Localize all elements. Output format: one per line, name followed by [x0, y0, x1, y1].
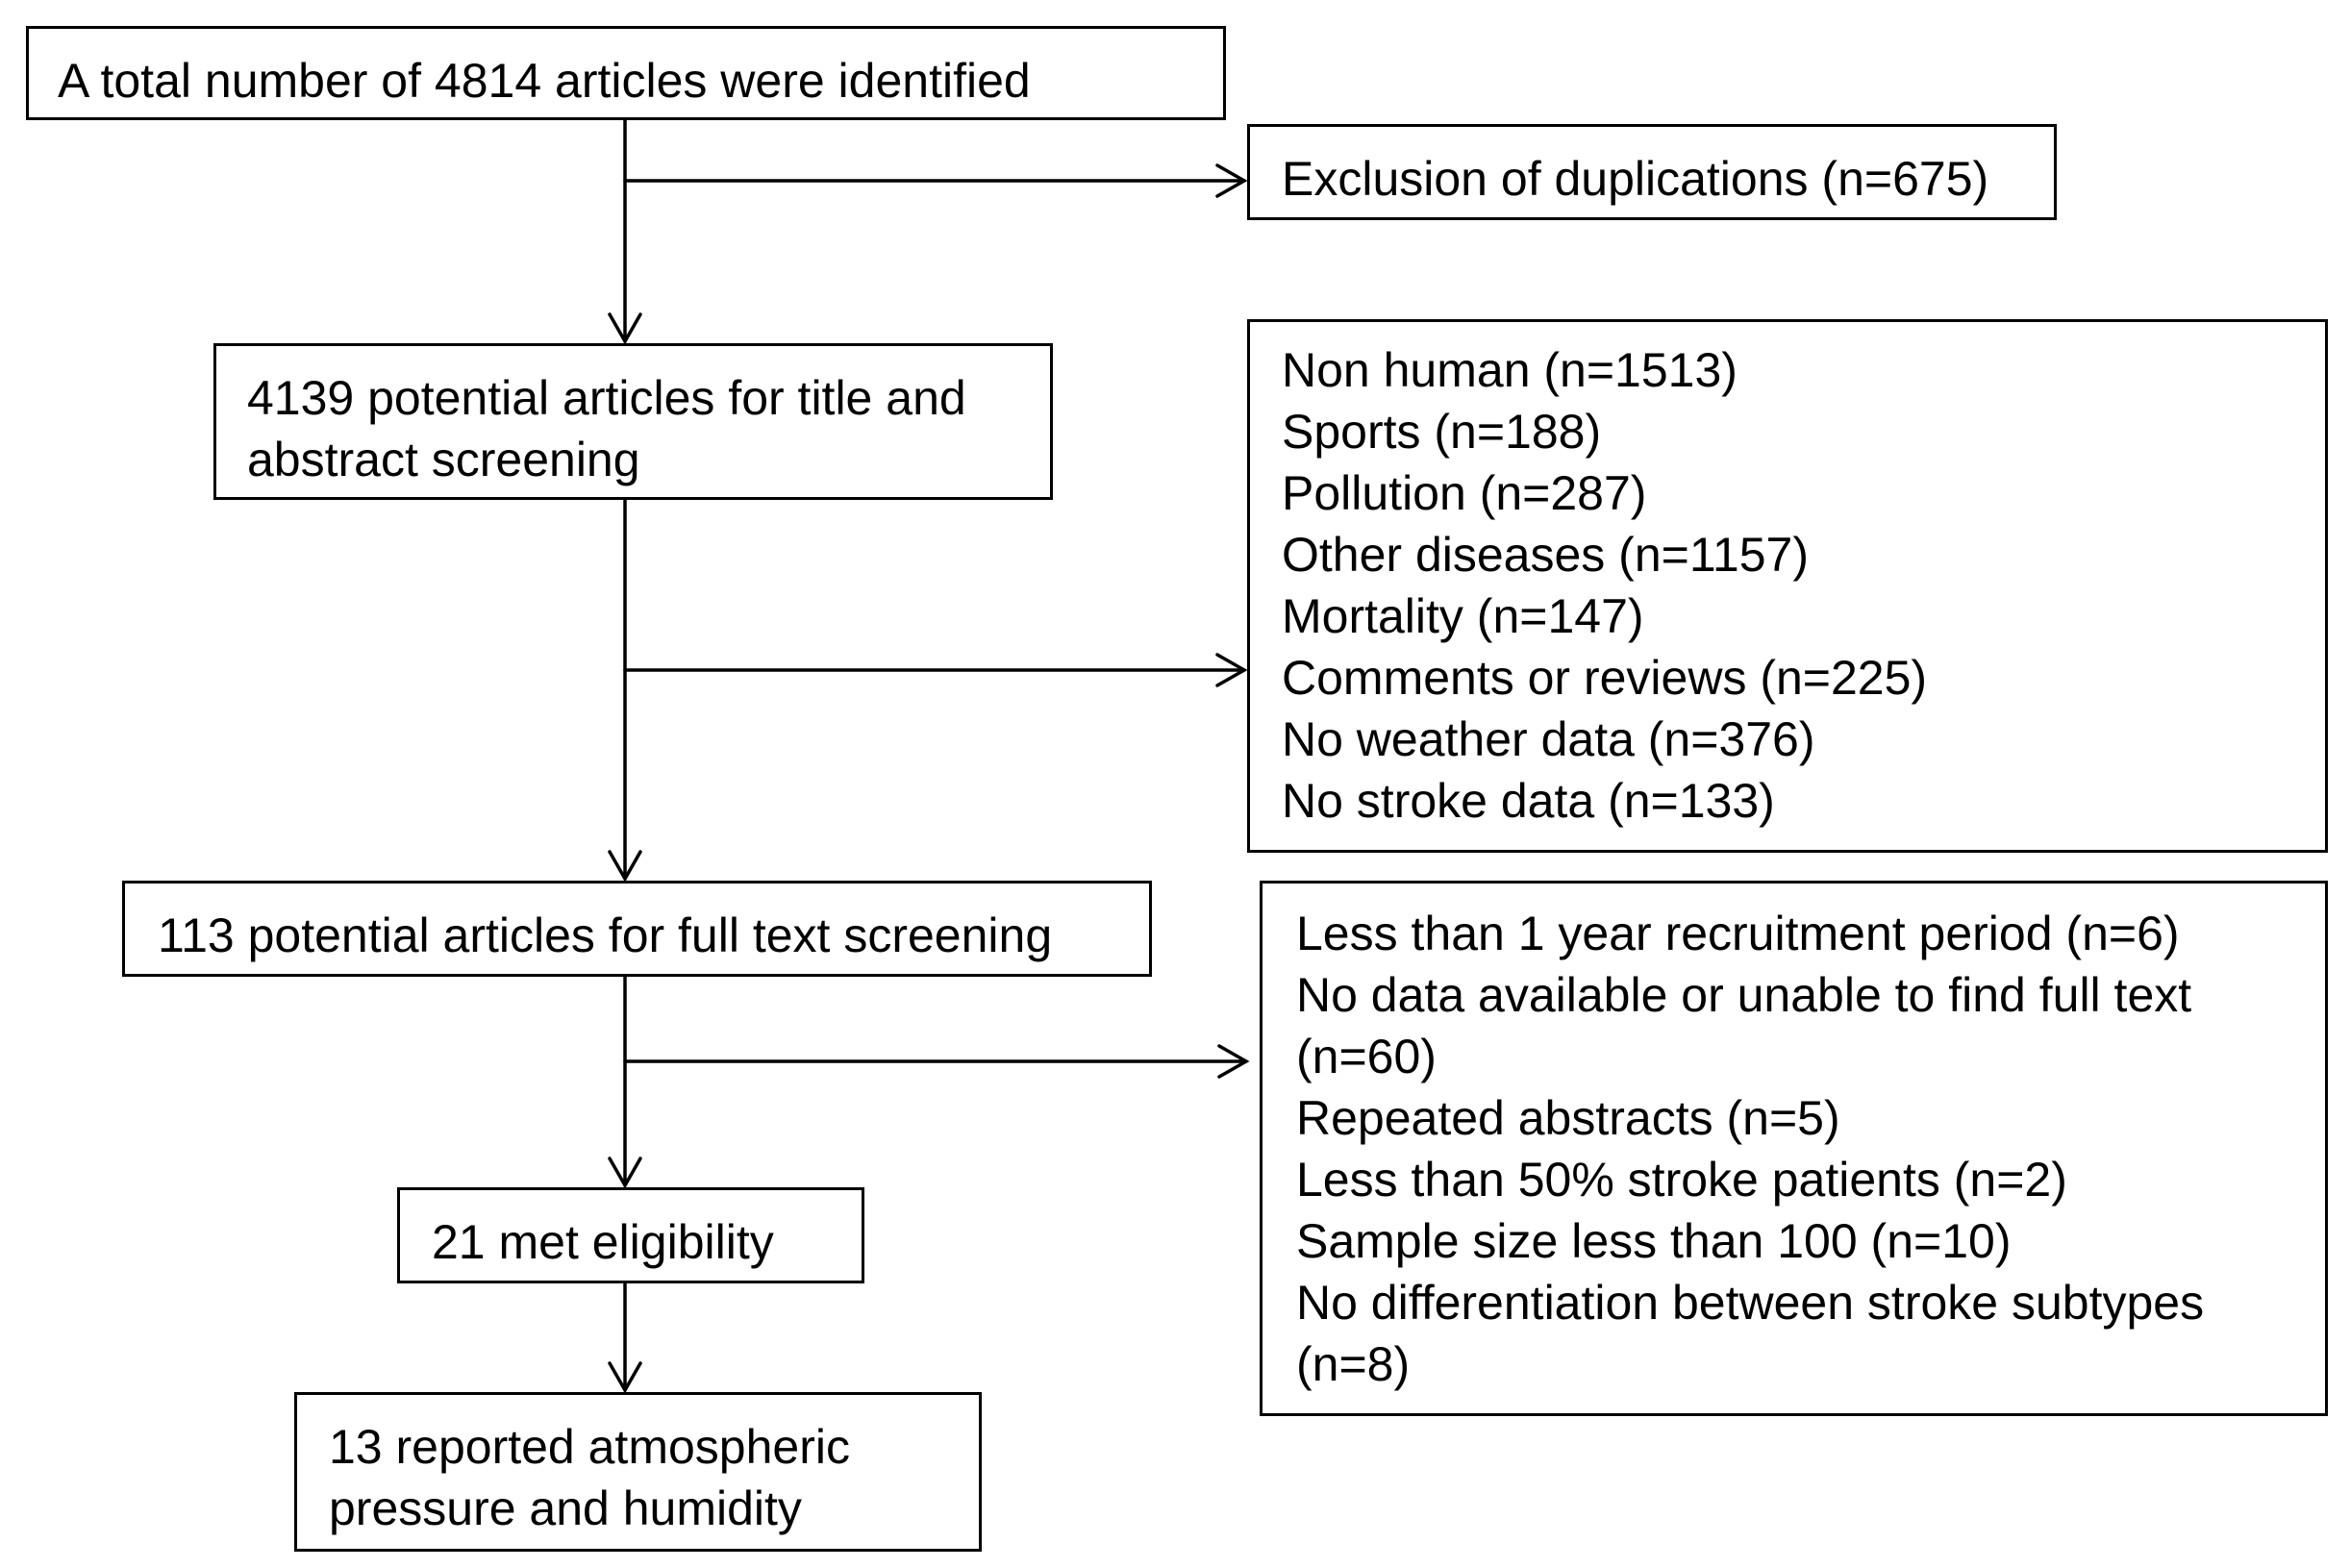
exclusion-item: Sample size less than 100 (n=10) — [1296, 1214, 2012, 1268]
arrowhead — [608, 1157, 642, 1189]
title-screening-exclusions-box: Non human (n=1513) Sports (n=188) Pollut… — [1247, 319, 2328, 853]
identified-text: A total number of 4814 articles were ide… — [58, 54, 1031, 108]
arrowhead — [608, 312, 642, 345]
full-text-screening-box: 113 potential articles for full text scr… — [122, 881, 1152, 977]
exclusion-item: No data available or unable to find full… — [1296, 968, 2192, 1022]
full-text-exclusions-box: Less than 1 year recruitment period (n=6… — [1260, 881, 2328, 1416]
arrowhead — [608, 850, 642, 883]
duplicates-text: Exclusion of duplications (n=675) — [1282, 152, 1989, 206]
exclusion-item: Other diseases (n=1157) — [1282, 528, 1809, 582]
title-screening-line-2: abstract screening — [247, 433, 640, 486]
exclusion-item: (n=60) — [1296, 1030, 1437, 1083]
exclusion-item: Comments or reviews (n=225) — [1282, 651, 1928, 705]
eligibility-text: 21 met eligibility — [432, 1215, 774, 1269]
exclusion-item: No stroke data (n=133) — [1282, 774, 1775, 828]
reported-line-1: 13 reported atmospheric — [329, 1420, 850, 1474]
exclusion-item: Sports (n=188) — [1282, 405, 1602, 459]
exclusion-item: (n=8) — [1296, 1337, 1411, 1391]
duplicates-excluded-box: Exclusion of duplications (n=675) — [1247, 124, 2057, 220]
arrowhead — [1215, 653, 1248, 687]
reported-box: 13 reported atmospheric pressure and hum… — [294, 1392, 982, 1552]
exclusion-item: Less than 1 year recruitment period (n=6… — [1296, 907, 2180, 960]
arrowhead — [1217, 1044, 1250, 1079]
arrowhead — [1215, 163, 1248, 198]
exclusion-item: Non human (n=1513) — [1282, 343, 1738, 397]
arrowhead — [608, 1361, 642, 1394]
exclusion-item: No differentiation between stroke subtyp… — [1296, 1276, 2205, 1330]
title-abstract-screening-box: 4139 potential articles for title and ab… — [213, 343, 1053, 500]
exclusion-item: Less than 50% stroke patients (n=2) — [1296, 1153, 2067, 1207]
exclusion-item: Mortality (n=147) — [1282, 589, 1644, 643]
full-text-screening-text: 113 potential articles for full text scr… — [158, 908, 1053, 962]
exclusion-item: No weather data (n=376) — [1282, 712, 1815, 766]
title-screening-line-1: 4139 potential articles for title and — [247, 371, 966, 425]
eligibility-box: 21 met eligibility — [397, 1187, 864, 1283]
identified-box: A total number of 4814 articles were ide… — [26, 26, 1226, 120]
reported-line-2: pressure and humidity — [329, 1481, 802, 1535]
exclusion-item: Pollution (n=287) — [1282, 466, 1647, 520]
exclusion-item: Repeated abstracts (n=5) — [1296, 1091, 1840, 1145]
